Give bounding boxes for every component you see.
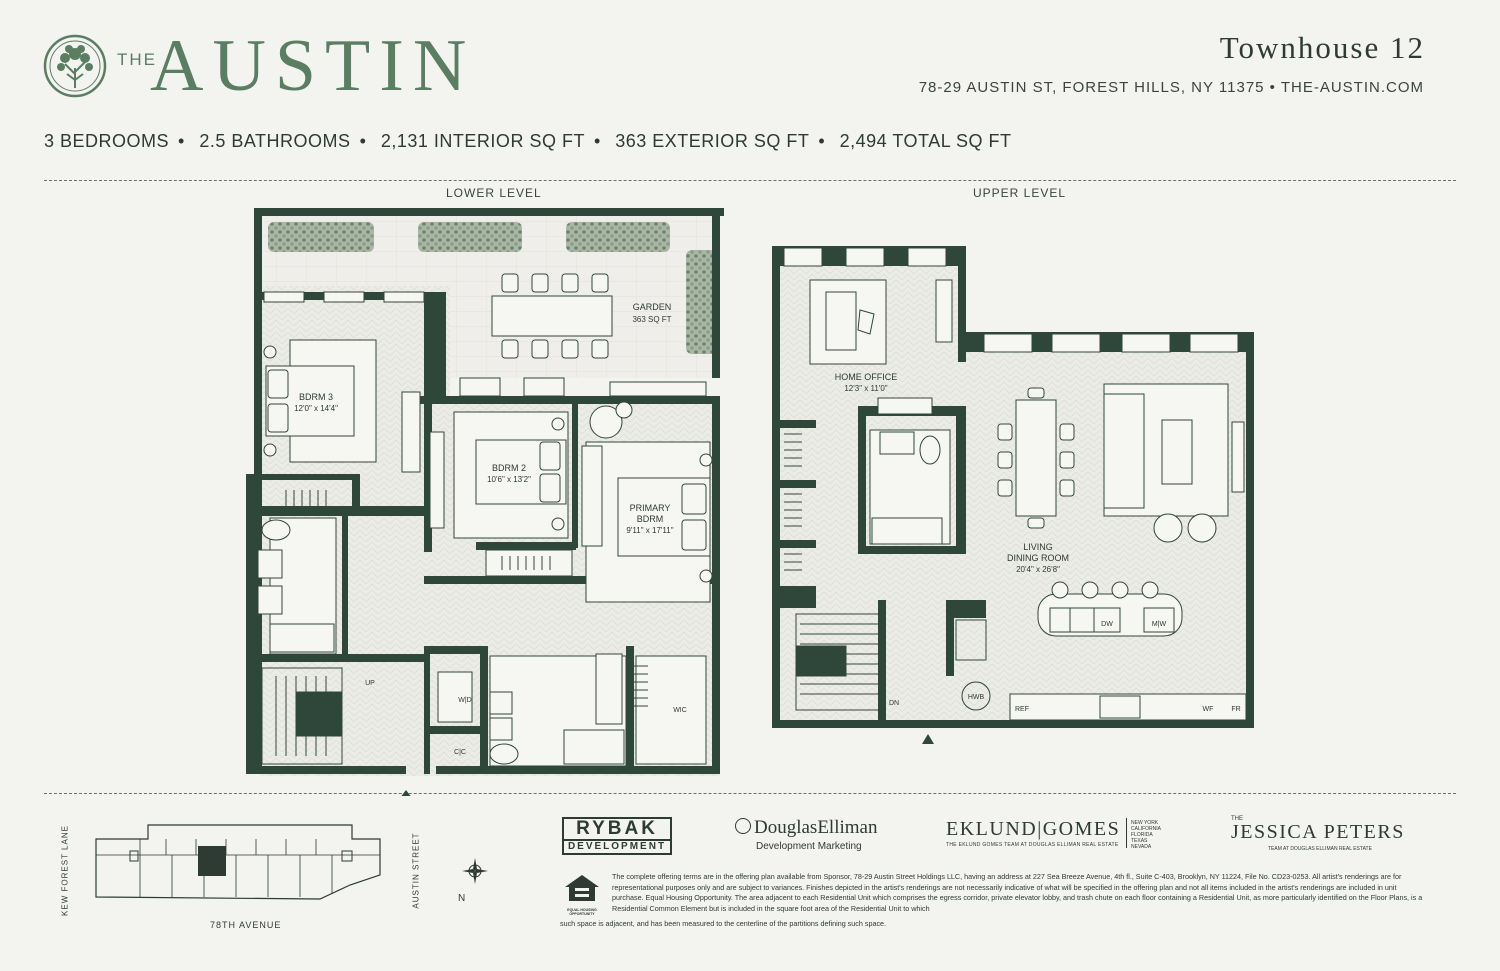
upper-level-plan: HOME OFFICE 12'3" x 11'0" LIVING DINING … [770,244,1256,744]
living-label-2: DINING ROOM [1007,553,1069,563]
divider-bottom [44,793,1456,794]
living-dim: 20'4" x 26'8" [1016,565,1060,574]
eklund-gomes-name: EKLUND|GOMES [946,818,1121,840]
bdrm2-label: BDRM 2 [492,463,526,473]
closet-hangers [285,490,648,707]
office-dim: 12'3" x 11'0" [844,384,887,393]
eklund-gomes-sub: THE EKLUND GOMES TEAM AT DOUGLAS ELLIMAN… [946,842,1119,848]
ref-label: REF [1015,706,1029,713]
entry-arrow-icon [922,734,934,744]
primary-label-2: BDRM [637,514,664,524]
wf-label: WF [1203,706,1214,713]
hedge [418,222,522,252]
unit-title: Townhouse 12 [1219,30,1425,65]
unit-specs: 3 BEDROOMS• 2.5 BATHROOMS• 2,131 INTERIO… [44,131,1012,151]
bdrm2-dim: 10'6" x 13'2" [487,475,531,484]
state-nv: NEVADA [1131,844,1152,850]
upper-bath [869,429,951,545]
address-line: 78-29 AUSTIN ST, FOREST HILLS, NY 11375 … [918,79,1424,96]
primary-dim: 9'11" x 17'11" [626,526,673,535]
upper-level-label: UPPER LEVEL [973,186,1067,200]
jessica-peters-name: JESSICA PETERS [1231,821,1405,843]
street-right: AUSTIN STREET [411,832,421,909]
garden-area-label: 363 SQ FT [632,315,671,324]
primary-label-1: PRIMARY [630,503,671,513]
upper-windows [783,247,1239,353]
rybak-sub: DEVELOPMENT [564,839,670,853]
lower-stair [261,667,343,765]
primary-furniture [581,401,713,603]
eg-states: NEW YORK CALIFORNIA FLORIDA TEXAS NEVADA [1131,820,1161,850]
state-ca: CALIFORNIA [1131,826,1162,832]
lower-windows [263,291,707,397]
cc-label: C|C [454,749,466,756]
bdrm3-dim: 12'0" x 14'4" [294,404,338,413]
kitchen-island [1009,581,1247,721]
douglas-elliman-name: DouglasElliman [754,817,878,838]
bdrm3-label: BDRM 3 [299,392,333,402]
key-plan [60,815,440,935]
upper-closets [784,433,802,571]
living-label-1: LIVING [1023,542,1053,552]
compass-icon [460,856,490,886]
fr-label: FR [1231,706,1240,713]
jessica-peters-sub: TEAM AT DOUGLAS ELLIMAN REAL ESTATE [1268,846,1372,852]
spec-total: 2,494 TOTAL SQ FT [839,131,1012,151]
office-furniture [809,279,953,415]
garden-dining-table [491,273,613,359]
divider-top [44,180,1456,181]
bath-fixtures [257,517,707,767]
dining-table [997,387,1075,529]
hedge [566,222,670,252]
office-label: HOME OFFICE [835,372,898,382]
state-ny: NEW YORK [1131,820,1159,826]
eg-divider [1126,818,1127,848]
bdrm2-furniture [429,411,573,577]
spec-bedrooms: 3 BEDROOMS [44,131,170,151]
equal-housing-icon: EQUAL HOUSING OPPORTUNITY [563,873,601,916]
garden-label: GARDEN [633,302,672,312]
dw-label: DW [1101,621,1113,628]
hedge [686,250,716,354]
wic-label: WIC [673,707,687,714]
state-tx: TEXAS [1131,838,1148,844]
spec-bathrooms: 2.5 BATHROOMS [199,131,351,151]
up-label: UP [365,680,375,687]
logo-wordmark: AUSTIN [150,25,476,107]
hwb-label: HWB [968,694,985,701]
street-bottom: 78TH AVENUE [210,920,282,930]
eho-text: EQUAL HOUSING OPPORTUNITY [567,908,597,916]
hedge [268,222,374,252]
lower-level-label: LOWER LEVEL [446,186,542,200]
tree-logo-icon [43,34,107,98]
spec-exterior: 363 EXTERIOR SQ FT [615,131,810,151]
rybak-logo: RYBAK DEVELOPMENT [562,817,672,855]
de-circle-icon [735,818,751,834]
logo-the-text: THE [117,50,157,69]
state-fl: FLORIDA [1131,832,1153,838]
legal-disclaimer-end: such space is adjacent, and has been mea… [560,919,887,928]
living-furniture [1103,383,1245,543]
wd-label: W|D [458,697,471,704]
bdrm3-furniture [263,339,421,473]
rybak-name: RYBAK [576,818,658,839]
site-keyplan [95,824,381,900]
unit-location-marker [198,846,226,876]
entry-arrow-icon [401,790,411,796]
brand-logo [43,34,107,98]
douglas-elliman-sub: Development Marketing [756,841,862,852]
lower-level-plan: GARDEN 363 SQ FT BDRM 3 12'0" x 14'4" BD… [246,206,726,796]
north-label: N [458,893,467,904]
legal-disclaimer: The complete offering terms are in the o… [612,872,1423,913]
street-left: KEW FOREST LANE [60,825,70,916]
upper-stair [795,613,991,711]
mw-label: M|W [1152,621,1167,628]
jp-the: THE [1231,816,1243,822]
spec-interior: 2,131 INTERIOR SQ FT [380,131,585,151]
dn-label: DN [889,700,899,707]
